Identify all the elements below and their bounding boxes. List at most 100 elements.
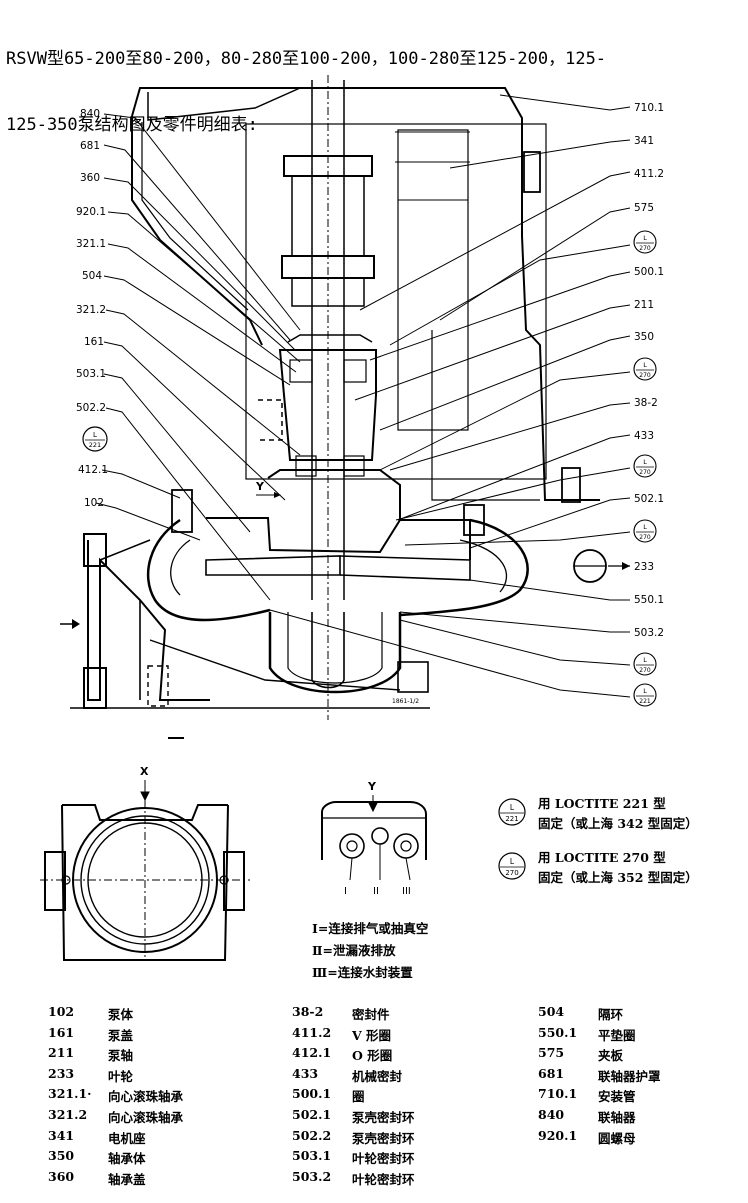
- axis-y-main: Y: [255, 480, 265, 493]
- svg-text:L: L: [643, 234, 647, 242]
- part-number: 411.2: [292, 1024, 332, 1040]
- part-name: O 形圈: [352, 1048, 393, 1064]
- callout-681: 681: [80, 140, 100, 152]
- callout-503-1: 503.1: [76, 368, 106, 380]
- loctite-badge: L 270: [633, 230, 657, 254]
- part-number: 350: [48, 1148, 75, 1164]
- part-number: 360: [48, 1168, 75, 1184]
- callout-161: 161: [84, 336, 104, 348]
- pump-outline: [70, 80, 607, 709]
- part-name: 隔环: [598, 1007, 624, 1022]
- svg-text:L: L: [643, 687, 647, 695]
- part-number: 840: [538, 1107, 565, 1122]
- part-number: 38-2: [292, 1004, 324, 1019]
- axis-x-view: X: [140, 765, 149, 778]
- view-y: Y I II III: [321, 780, 427, 897]
- callout-503-2: 503.2: [634, 627, 664, 639]
- leader-lines-left: [95, 113, 301, 601]
- part-number: 550.1: [538, 1024, 578, 1040]
- svg-text:L: L: [510, 857, 515, 866]
- roman-2: II: [373, 886, 379, 897]
- legend-badge-221: L 221: [498, 798, 526, 826]
- part-number: 575: [538, 1045, 565, 1061]
- svg-text:L: L: [643, 361, 647, 369]
- part-name: 联轴器护罩: [598, 1068, 661, 1084]
- callout-500-1: 500.1: [634, 266, 664, 278]
- loctite-badge: L 270: [633, 357, 657, 381]
- small-label: 1861-1/2: [392, 698, 419, 705]
- part-name: 联轴器: [598, 1110, 636, 1125]
- part-name: 泵体: [108, 1007, 134, 1022]
- part-name: 叶轮密封环: [352, 1151, 415, 1167]
- part-number: 500.1: [292, 1086, 332, 1102]
- roman-1: I: [344, 886, 347, 897]
- part-number: 920.1: [538, 1127, 578, 1143]
- callout-321-1: 321.1: [76, 238, 106, 250]
- legend-badge-270: L 270: [498, 852, 526, 880]
- leader-lines-right: [269, 94, 631, 698]
- part-number: 504: [538, 1004, 565, 1019]
- callout-102: 102: [84, 497, 104, 509]
- part-number: 433: [292, 1065, 319, 1081]
- part-name: 轴承体: [108, 1151, 146, 1167]
- callouts-left: 840 681 360 920.1 321.1 504 321.2 161 50…: [76, 108, 108, 509]
- part-name: 轴承盖: [108, 1171, 146, 1187]
- callout-840: 840: [80, 108, 100, 120]
- callout-233: 233: [634, 561, 654, 573]
- svg-text:270: 270: [639, 372, 651, 379]
- callout-321-2: 321.2: [76, 304, 106, 316]
- part-number: 710.1: [538, 1086, 578, 1102]
- callout-550-1: 550.1: [634, 594, 664, 606]
- callout-502-2: 502.2: [76, 402, 106, 414]
- parts-column-3: 504 隔环 550.1 平垫圈 575 夹板 681 联轴器护罩 710.1 安装管 840 联轴器…: [538, 1004, 738, 1194]
- part-name: 泵壳密封环: [352, 1130, 415, 1146]
- callout-411-2: 411.2: [634, 168, 664, 180]
- part-name: 泵壳密封环: [352, 1110, 415, 1125]
- svg-text:270: 270: [639, 245, 651, 252]
- callout-920-1: 920.1: [76, 206, 106, 218]
- part-name: 泵盖: [108, 1027, 134, 1043]
- part-name: 叶轮密封环: [352, 1171, 415, 1187]
- part-name: 平垫圈: [598, 1027, 636, 1043]
- part-number: 321.2: [48, 1107, 88, 1122]
- svg-text:270: 270: [639, 469, 651, 476]
- part-name: 圆螺母: [598, 1130, 636, 1146]
- svg-text:L: L: [510, 803, 515, 812]
- legend-270-line2: 固定（或上海 352 型固定）: [538, 870, 698, 885]
- part-number: 211: [48, 1045, 75, 1061]
- part-name: 密封件: [352, 1007, 390, 1022]
- callout-341: 341: [634, 135, 654, 147]
- part-number: 503.2: [292, 1168, 332, 1184]
- badge-221-left: L 221: [82, 426, 108, 452]
- part-number: 681: [538, 1065, 565, 1081]
- part-name: 电机座: [108, 1130, 146, 1146]
- part-name: 夹板: [598, 1048, 624, 1064]
- part-name: 向心滚珠轴承: [108, 1089, 184, 1105]
- part-number: 321.1·: [48, 1086, 92, 1102]
- callout-38-2: 38-2: [634, 397, 658, 409]
- part-number: 102: [48, 1004, 75, 1019]
- part-name: 圈: [352, 1089, 365, 1105]
- part-number: 502.1: [292, 1107, 332, 1122]
- part-name: 泵轴: [108, 1048, 134, 1064]
- svg-text:L: L: [643, 523, 647, 531]
- part-name: 安装管: [598, 1089, 636, 1105]
- svg-text:221: 221: [89, 441, 101, 449]
- axis-y-view: Y: [367, 780, 377, 793]
- svg-text:L: L: [93, 431, 97, 439]
- part-number: 502.2: [292, 1127, 332, 1143]
- connection-3: Ⅲ=连接水封装置: [312, 965, 413, 980]
- callout-710-1: 710.1: [634, 102, 664, 114]
- svg-text:L: L: [643, 656, 647, 664]
- part-number: 341: [48, 1127, 75, 1143]
- part-number: 503.1: [292, 1148, 332, 1164]
- callout-575: 575: [634, 202, 654, 214]
- part-name: 叶轮: [108, 1068, 134, 1084]
